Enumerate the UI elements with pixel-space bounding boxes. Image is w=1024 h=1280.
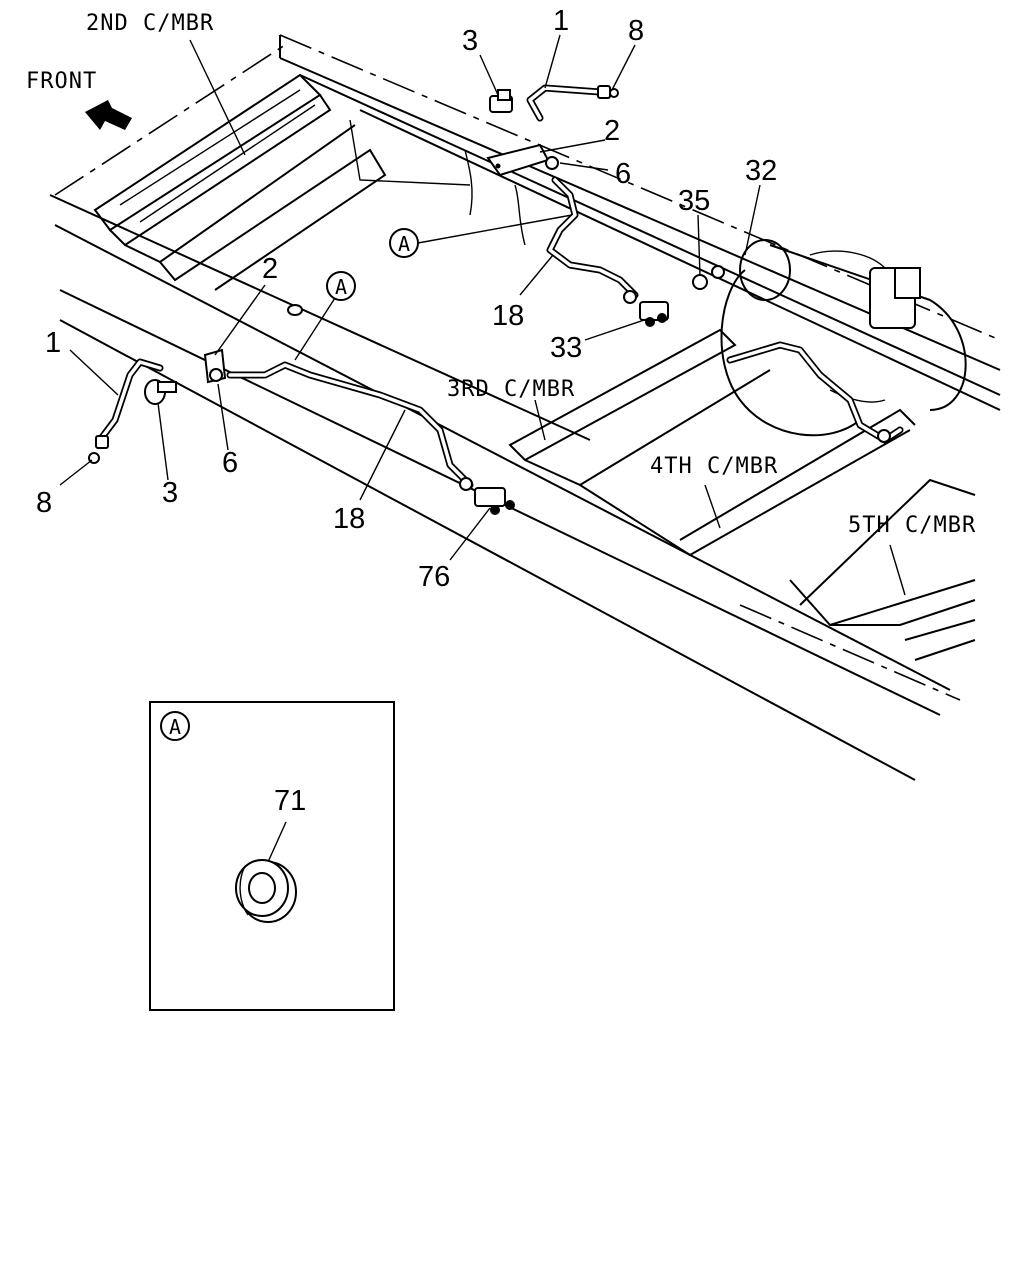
brake-pipes [96,84,904,489]
callout-left-1: 1 [45,327,61,359]
detail-part-71-label: 71 [274,785,306,817]
callout-top-1: 1 [553,5,569,37]
callout-top-18: 18 [492,300,524,332]
callout-top-8: 8 [628,15,644,47]
ref-a-top-text: A [398,232,410,256]
ref-a-mid-marker: A [326,271,356,301]
callout-left-6: 6 [222,447,238,479]
callout-top-35: 35 [678,185,710,217]
front-arrow-icon [85,100,132,130]
callout-left-8: 8 [36,487,52,519]
ref-a-top-marker: A [389,228,419,258]
callout-left-3: 3 [162,477,178,509]
detail-ref-a-text: A [169,715,181,739]
callout-top-2: 2 [604,115,620,147]
callout-left-2: 2 [262,253,278,285]
fittings [88,85,891,515]
air-tank [720,239,967,437]
callout-top-3: 3 [462,25,478,57]
detail-view-a: A 71 [149,701,395,1011]
callout-top-32: 32 [745,155,777,187]
third-member-label: 3RD C/MBR [447,377,575,402]
callout-left-18: 18 [333,503,365,535]
fourth-member-label: 4TH C/MBR [650,454,778,479]
callout-top-6: 6 [615,158,631,190]
leader-lines [59,34,906,596]
callout-left-76: 76 [418,561,450,593]
cross-members [93,73,976,661]
ref-a-mid-text: A [335,275,347,299]
second-member-label: 2ND C/MBR [86,11,214,36]
fifth-member-label: 5TH C/MBR [848,513,976,538]
grommet-71-icon [235,859,297,923]
front-label: FRONT [26,69,97,94]
callout-top-33: 33 [550,332,582,364]
